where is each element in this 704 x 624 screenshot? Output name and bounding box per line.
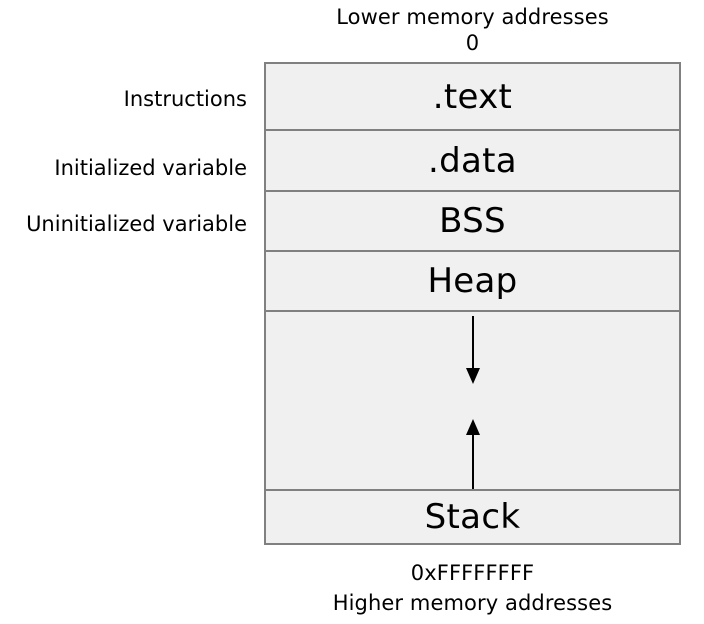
lower-memory-addresses-caption: Lower memory addresses: [336, 5, 609, 29]
memory-segment-bss: BSS: [266, 190, 679, 250]
memory-segment-data-label: .data: [428, 140, 517, 181]
memory-segment-stack-label: Stack: [424, 497, 521, 537]
memory-segment-text-label: .text: [432, 76, 513, 117]
highest-address-value: 0xFFFFFFFF: [410, 561, 535, 585]
heap-growth-down-arrow-icon: [465, 316, 480, 384]
side-label-initialized-variable: Initialized variable: [54, 156, 247, 180]
arrow-shaft: [471, 433, 474, 491]
memory-segment-data: .data: [266, 129, 679, 190]
memory-segment-text: .text: [266, 64, 679, 129]
memory-layout-box: .text .data BSS Heap Stack: [264, 62, 681, 545]
memory-segment-free-gap: [266, 310, 679, 491]
arrow-shaft: [471, 316, 474, 370]
memory-segment-bss-label: BSS: [439, 201, 506, 241]
memory-segment-heap-label: Heap: [427, 261, 518, 301]
stack-growth-up-arrow-icon: [465, 419, 480, 491]
side-label-instructions: Instructions: [123, 87, 247, 111]
memory-segment-stack: Stack: [266, 489, 679, 543]
higher-memory-addresses-caption: Higher memory addresses: [332, 591, 613, 615]
lowest-address-value: 0: [465, 31, 480, 55]
arrow-head: [465, 419, 480, 435]
memory-segment-heap: Heap: [266, 250, 679, 310]
arrow-head: [465, 368, 480, 384]
side-label-uninitialized-variable: Uninitialized variable: [26, 212, 247, 236]
